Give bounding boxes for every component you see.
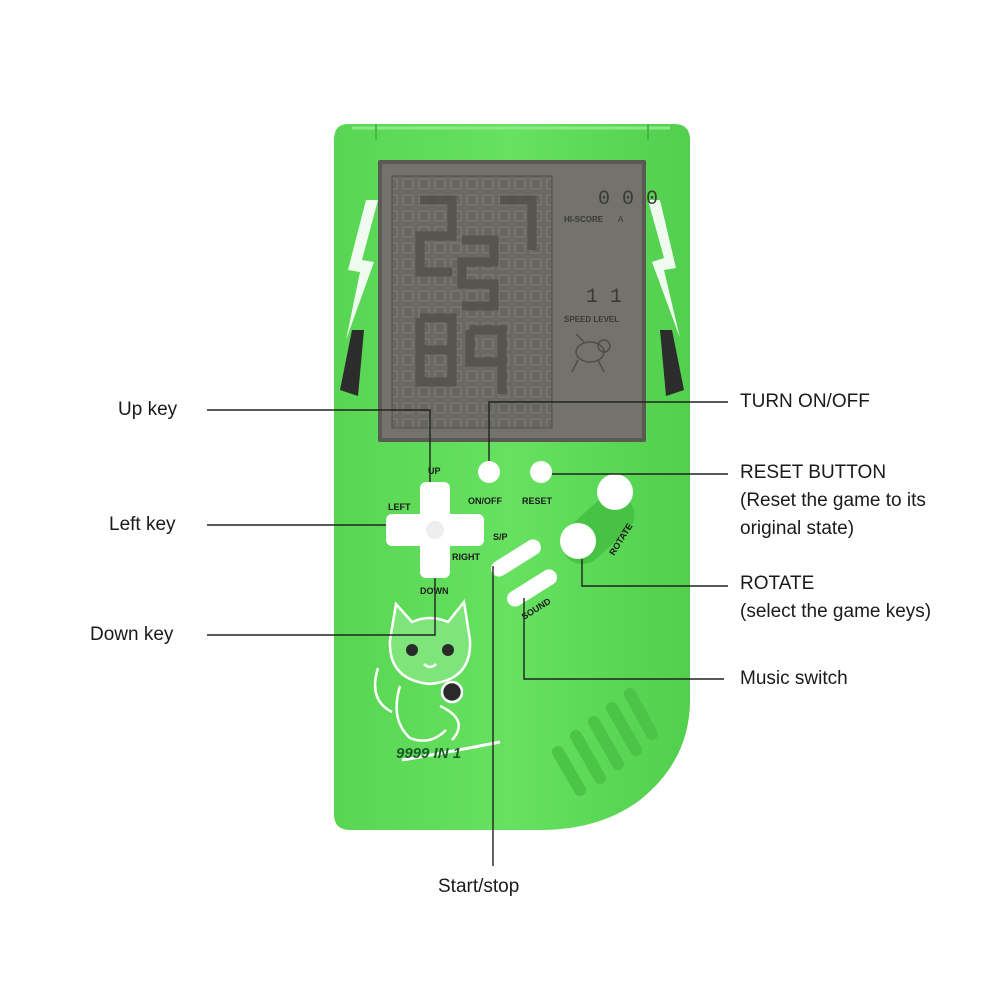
dpad[interactable]	[386, 482, 484, 578]
reset-label: RESET	[522, 496, 553, 506]
speaker-grille	[552, 688, 658, 796]
screen-mascot-icon	[571, 333, 611, 373]
right-label: RIGHT	[452, 552, 481, 562]
left-label: LEFT	[388, 502, 411, 512]
rotate-callout: ROTATE (select the game keys)	[740, 570, 931, 626]
on-off-label: ON/OFF	[468, 496, 502, 506]
reset-button-desc-1: (Reset the game to its	[740, 490, 926, 511]
playfield-digits	[415, 195, 537, 394]
up-key-callout: Up key	[118, 399, 178, 420]
down-key-callout: Down key	[90, 624, 174, 645]
left-bolt-decoration	[340, 200, 378, 396]
speed-level-label: SPEED LEVEL	[564, 315, 619, 324]
down-label: DOWN	[420, 586, 449, 596]
start-stop-button[interactable]	[488, 536, 544, 579]
rotate-desc: (select the game keys)	[740, 601, 932, 622]
svg-text:A: A	[618, 215, 624, 225]
rotate-button[interactable]	[560, 523, 596, 559]
on-off-button[interactable]	[478, 461, 500, 483]
left-key-callout: Left key	[109, 514, 176, 535]
turn-on-off-callout: TURN ON/OFF	[740, 391, 870, 412]
music-switch-callout: Music switch	[740, 668, 848, 689]
reset-button-title: RESET BUTTON	[740, 462, 887, 483]
reset-button-callout: RESET BUTTON (Reset the game to its orig…	[740, 459, 926, 543]
cat-mascot-icon	[373, 599, 472, 742]
hi-score-label: HI-SCORE	[564, 215, 604, 224]
sp-label: S/P	[493, 532, 508, 542]
score-digits: 0 0 0	[598, 188, 658, 211]
leader-lines	[207, 401, 728, 866]
up-label: UP	[428, 466, 441, 476]
reset-button[interactable]	[530, 461, 552, 483]
sound-button[interactable]	[504, 566, 560, 609]
reset-button-desc-2: original state)	[740, 518, 855, 539]
rotate-title: ROTATE	[740, 573, 815, 594]
speed-digits: 1 1	[586, 286, 622, 309]
start-stop-callout: Start/stop	[438, 876, 520, 897]
rotate-button-upper[interactable]	[597, 474, 633, 510]
right-bolt-decoration	[648, 200, 684, 396]
brand-label: 9999 IN 1	[396, 745, 461, 762]
